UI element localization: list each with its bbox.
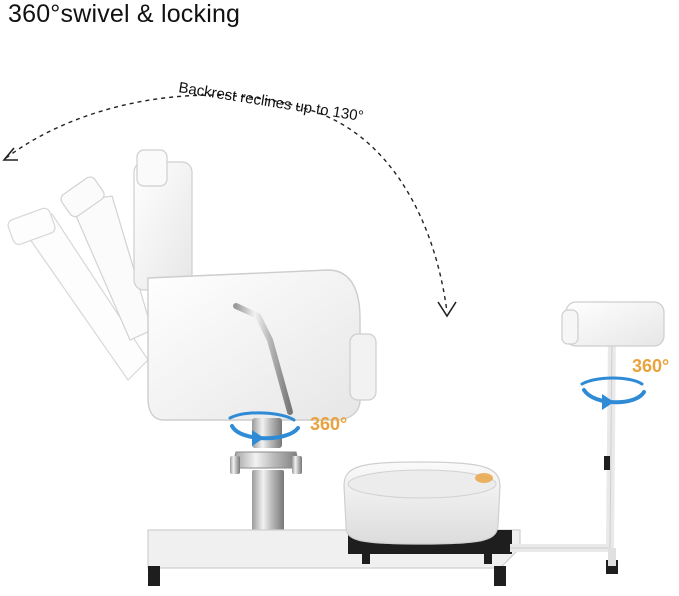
swivel-arrow-icon	[228, 411, 300, 446]
reclined-backrest-ghost-far	[7, 207, 149, 381]
footrest-support	[510, 331, 618, 574]
recline-label: Backrest reclines up to 130°	[177, 79, 364, 125]
foot-basin	[343, 461, 501, 545]
recline-lever	[233, 303, 293, 415]
footrest-cushion	[561, 301, 665, 347]
swivel-arrow-icon	[580, 376, 646, 410]
swivel-label-chair: 360°	[310, 414, 347, 434]
backrest	[133, 149, 193, 291]
swivel-label-footrest: 360°	[632, 356, 669, 376]
recline-arc-arrow-icon	[2, 94, 457, 318]
seat-armrest	[147, 269, 377, 421]
hydraulic-pump	[230, 418, 302, 548]
feature-heading: 360°swivel & locking	[8, 0, 241, 28]
